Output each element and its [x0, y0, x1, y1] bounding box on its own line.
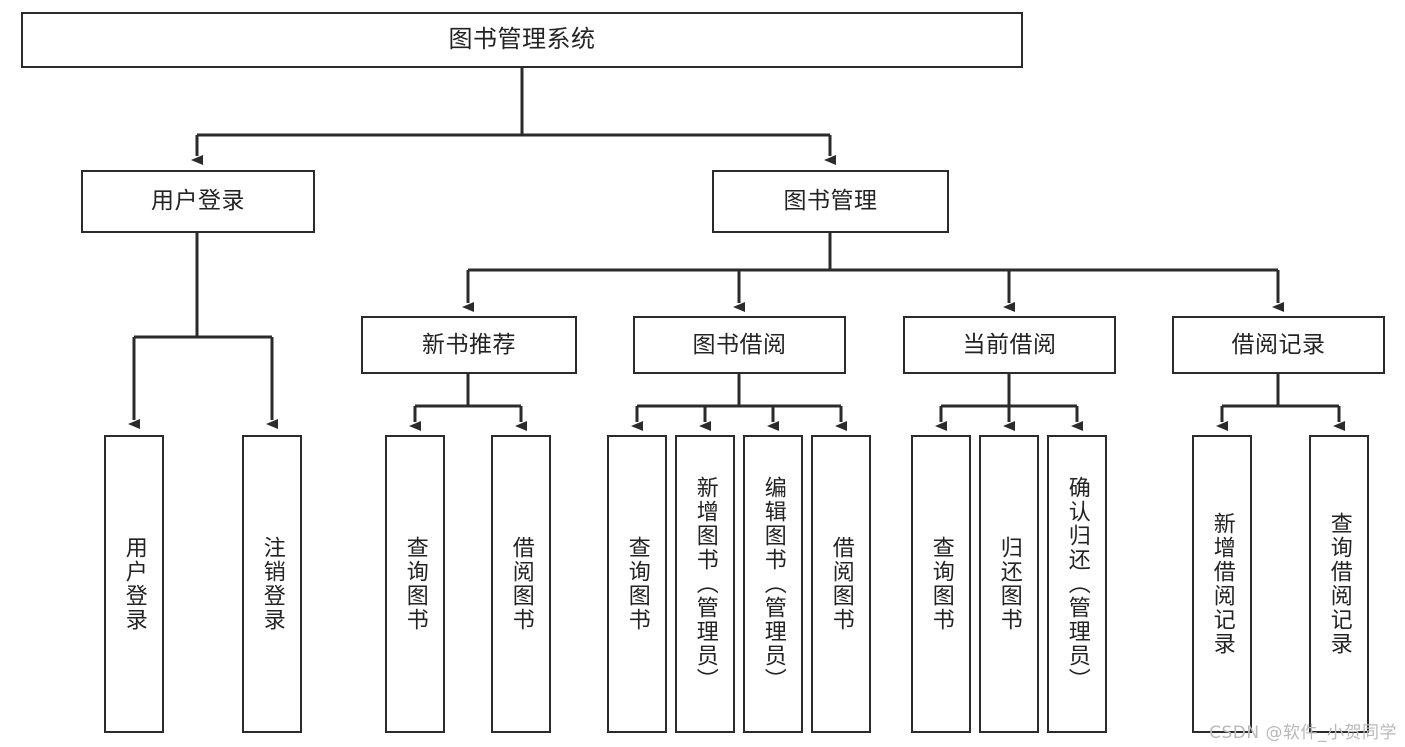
leaf-current-confirm-return-admin[interactable]: 确认归还（管理员）: [1047, 435, 1107, 733]
leaf-current-return-book[interactable]: 归还图书: [979, 435, 1039, 733]
leaf-current-query-book[interactable]: 查询图书: [911, 435, 971, 733]
leaf-label: 新增图书（管理员）: [692, 476, 718, 692]
node-borrow-record[interactable]: 借阅记录: [1172, 316, 1385, 374]
node-book-borrow[interactable]: 图书借阅: [633, 316, 846, 374]
leaf-borrow-query-book[interactable]: 查询图书: [607, 435, 667, 733]
node-label: 当前借阅: [962, 331, 1057, 358]
leaf-label: 编辑图书（管理员）: [760, 476, 786, 692]
watermark: CSDN @软件_小贺同学: [1209, 723, 1397, 743]
leaf-label: 借阅图书: [828, 536, 854, 632]
node-root-book-management-system[interactable]: 图书管理系统: [21, 12, 1023, 68]
leaf-label: 查询图书: [402, 536, 428, 632]
leaf-new-book-borrow-book[interactable]: 借阅图书: [491, 435, 551, 733]
node-new-book-recommend[interactable]: 新书推荐: [361, 316, 577, 374]
node-label: 图书管理: [783, 188, 878, 215]
leaf-record-add-borrow-record[interactable]: 新增借阅记录: [1192, 435, 1252, 733]
leaf-label: 查询图书: [928, 536, 954, 632]
leaf-label: 借阅图书: [508, 536, 534, 632]
leaf-label: 确认归还（管理员）: [1064, 476, 1090, 692]
leaf-user-login-login[interactable]: 用户登录: [104, 435, 164, 733]
leaf-user-login-logout[interactable]: 注销登录: [242, 435, 302, 733]
node-book-management[interactable]: 图书管理: [712, 170, 949, 233]
leaf-label: 查询图书: [624, 536, 650, 632]
leaf-label: 归还图书: [996, 536, 1022, 632]
node-label: 用户登录: [151, 188, 245, 215]
node-current-borrow[interactable]: 当前借阅: [903, 316, 1116, 374]
leaf-record-query-borrow-record[interactable]: 查询借阅记录: [1309, 435, 1369, 733]
leaf-label: 新增借阅记录: [1209, 512, 1235, 656]
leaf-new-book-query-book[interactable]: 查询图书: [385, 435, 445, 733]
leaf-label: 注销登录: [259, 536, 285, 632]
leaf-label: 用户登录: [121, 536, 147, 632]
node-label: 图书借阅: [692, 331, 787, 358]
leaf-borrow-add-book-admin[interactable]: 新增图书（管理员）: [675, 435, 735, 733]
node-label: 借阅记录: [1231, 331, 1326, 358]
node-label: 图书管理系统: [448, 25, 596, 54]
node-label: 新书推荐: [422, 331, 516, 358]
leaf-borrow-edit-book-admin[interactable]: 编辑图书（管理员）: [743, 435, 803, 733]
leaf-label: 查询借阅记录: [1326, 512, 1352, 656]
node-user-login[interactable]: 用户登录: [81, 170, 315, 233]
leaf-borrow-borrow-book[interactable]: 借阅图书: [811, 435, 871, 733]
